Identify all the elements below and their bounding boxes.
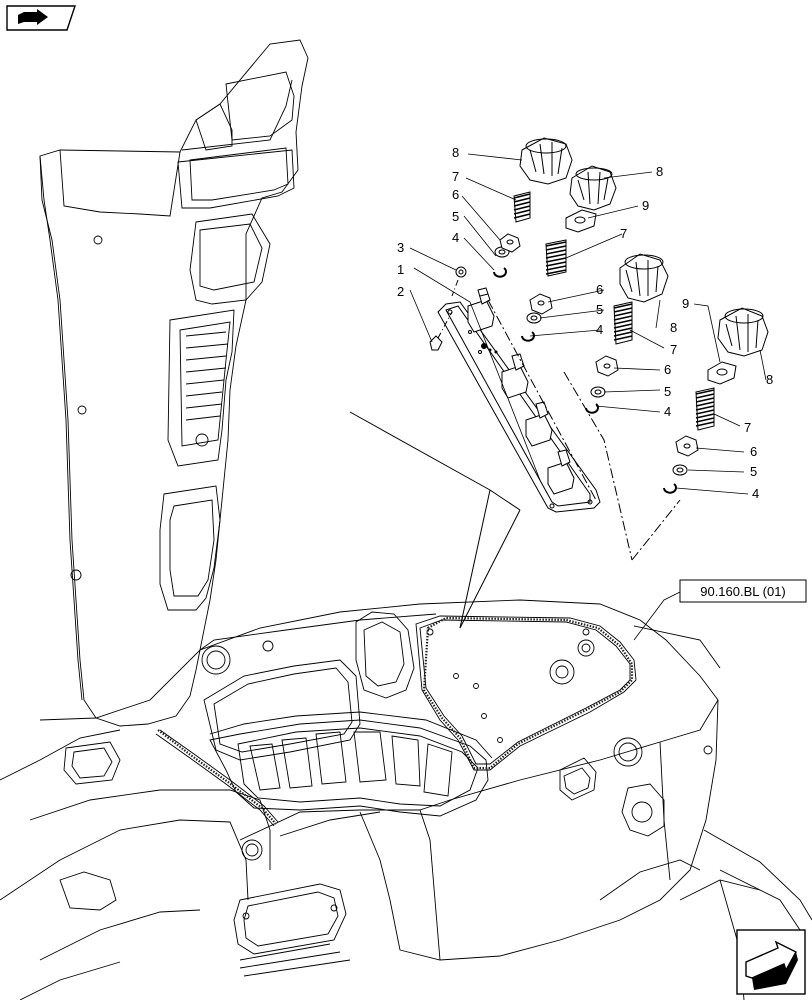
callout-6: 6 [596, 282, 603, 297]
knob [619, 253, 669, 303]
callout-5: 5 [452, 209, 459, 224]
callout-6: 6 [664, 362, 671, 377]
washer [590, 386, 606, 398]
circlip [663, 483, 677, 494]
spring [513, 191, 531, 223]
callout-8: 8 [766, 372, 773, 387]
callout-6: 6 [750, 444, 757, 459]
callout-4: 4 [752, 486, 759, 501]
circlip [493, 267, 507, 278]
washer [526, 312, 542, 324]
rocker-switch [501, 353, 529, 399]
callout-8: 8 [670, 320, 677, 335]
callout-8: 8 [452, 145, 459, 160]
callout-4: 4 [664, 404, 671, 419]
switch-panel-plate [437, 301, 601, 513]
callout-9: 9 [682, 296, 689, 311]
callout-7: 7 [620, 226, 627, 241]
callout-5: 5 [664, 384, 671, 399]
spring [695, 387, 715, 431]
cab-structure [0, 39, 812, 1000]
callout-7: 7 [670, 342, 677, 357]
nut [451, 266, 467, 297]
hex-nut [595, 355, 619, 377]
callout-8: 8 [656, 164, 663, 179]
bezel-cap [565, 209, 597, 233]
callout-2: 2 [397, 284, 404, 299]
circlip [585, 403, 599, 414]
callout-7: 7 [744, 420, 751, 435]
hex-nut [529, 293, 553, 315]
callout-9: 9 [642, 198, 649, 213]
next-page-arrow-icon[interactable] [736, 929, 806, 995]
hex-nut [499, 233, 521, 253]
detail-pointer [349, 411, 521, 629]
callout-6: 6 [452, 187, 459, 202]
callout-1: 1 [397, 262, 404, 277]
bezel-cap [707, 361, 737, 385]
book-arrow-icon[interactable] [6, 5, 76, 31]
spring [545, 239, 567, 277]
callout-4: 4 [452, 230, 459, 245]
circlip [521, 331, 535, 342]
knob [717, 307, 769, 357]
callout-5: 5 [750, 464, 757, 479]
leader-lines [409, 153, 767, 641]
sealing-strip [157, 616, 634, 825]
hex-nut [675, 435, 699, 457]
callout-7: 7 [452, 169, 459, 184]
callout-5: 5 [596, 302, 603, 317]
knob [519, 137, 573, 185]
rocker-switch [467, 287, 495, 333]
callout-labels: 8 7 6 5 4 3 1 2 8 9 7 6 5 4 8 7 6 5 4 9 … [397, 145, 773, 501]
spring [613, 301, 633, 345]
callout-3: 3 [397, 240, 404, 255]
rocker-switch [547, 449, 575, 495]
switch-panel-assembly [429, 137, 769, 561]
washer [672, 464, 688, 476]
screw [429, 311, 453, 351]
rocker-switch [525, 401, 553, 447]
knob [569, 165, 617, 211]
reference-box[interactable]: 90.160.BL (01) [679, 579, 807, 603]
reference-label: 90.160.BL (01) [700, 584, 786, 599]
callout-4: 4 [596, 322, 603, 337]
